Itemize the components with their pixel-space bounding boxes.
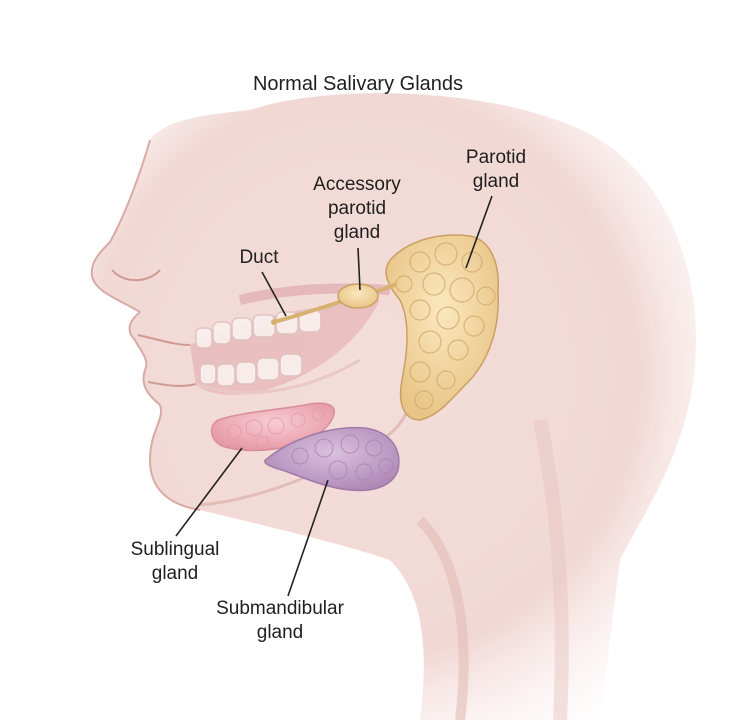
label-sublingual-gland: Sublingual gland: [110, 538, 240, 586]
label-line: gland: [256, 622, 304, 643]
label-line: Parotid: [465, 147, 527, 168]
leader-lines: [175, 195, 493, 597]
label-line: parotid: [327, 198, 387, 219]
leader-line-parotid: [465, 195, 493, 269]
label-line: Sublingual: [130, 539, 220, 560]
leader-line-duct: [261, 271, 287, 317]
submandibular-gland: [264, 426, 400, 492]
mouth-and-teeth: [190, 283, 391, 395]
leader-line-submandibular: [287, 479, 329, 597]
diagram-title: Normal Salivary Glands: [252, 73, 464, 95]
leader-line-accessory: [357, 247, 361, 291]
label-line: Accessory: [313, 174, 401, 195]
label-line: gland: [151, 563, 199, 584]
accessory-parotid-gland: [337, 283, 379, 309]
label-duct: Duct: [228, 246, 290, 270]
parotid-gland: [385, 234, 499, 421]
label-line: gland: [333, 222, 381, 243]
label-line: gland: [472, 171, 520, 192]
label-line: Submandibular: [216, 598, 344, 619]
label-line: Duct: [239, 247, 279, 268]
leader-line-sublingual: [175, 447, 243, 537]
label-accessory-parotid-gland: Accessory parotid gland: [298, 173, 416, 245]
label-submandibular-gland: Submandibular gland: [205, 597, 355, 645]
label-parotid-gland: Parotid gland: [446, 146, 546, 194]
